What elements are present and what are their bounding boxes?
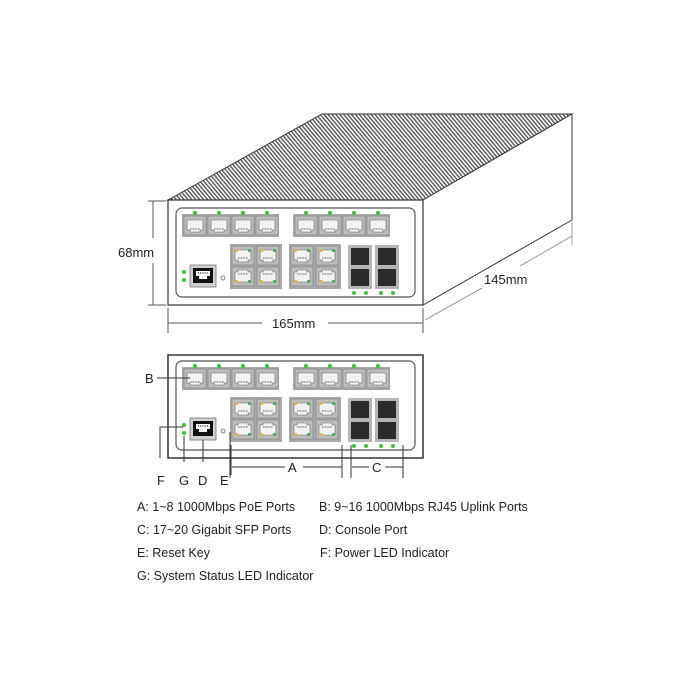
front-view [157, 354, 424, 478]
callout-f: F [157, 473, 165, 488]
depth-dimension [424, 222, 573, 321]
callout-c: C [372, 460, 381, 475]
depth-label: 145mm [484, 272, 527, 287]
callout-g: G [179, 473, 189, 488]
legend-a: A: 1~8 1000Mbps PoE Ports [137, 500, 296, 514]
height-dimension [148, 200, 166, 306]
legend-g: G: System Status LED Indicator [137, 569, 314, 583]
height-label: 68mm [118, 245, 154, 260]
legend-b: B: 9~16 1000Mbps RJ45 Uplink Ports [319, 500, 528, 514]
callout-e: E [220, 473, 229, 488]
legend-f: F: Power LED Indicator [320, 546, 450, 560]
width-label: 165mm [272, 316, 315, 331]
callout-d: D [198, 473, 207, 488]
width-dimension [167, 308, 424, 333]
legend-c: C: 17~20 Gigabit SFP Ports [137, 523, 292, 537]
callout-a: A [288, 460, 297, 475]
legend-e: E: Reset Key [137, 546, 210, 560]
legend-d: D: Console Port [319, 523, 408, 537]
callout-b: B [145, 371, 154, 386]
callout-lines [157, 377, 404, 478]
isometric-view [148, 113, 574, 333]
